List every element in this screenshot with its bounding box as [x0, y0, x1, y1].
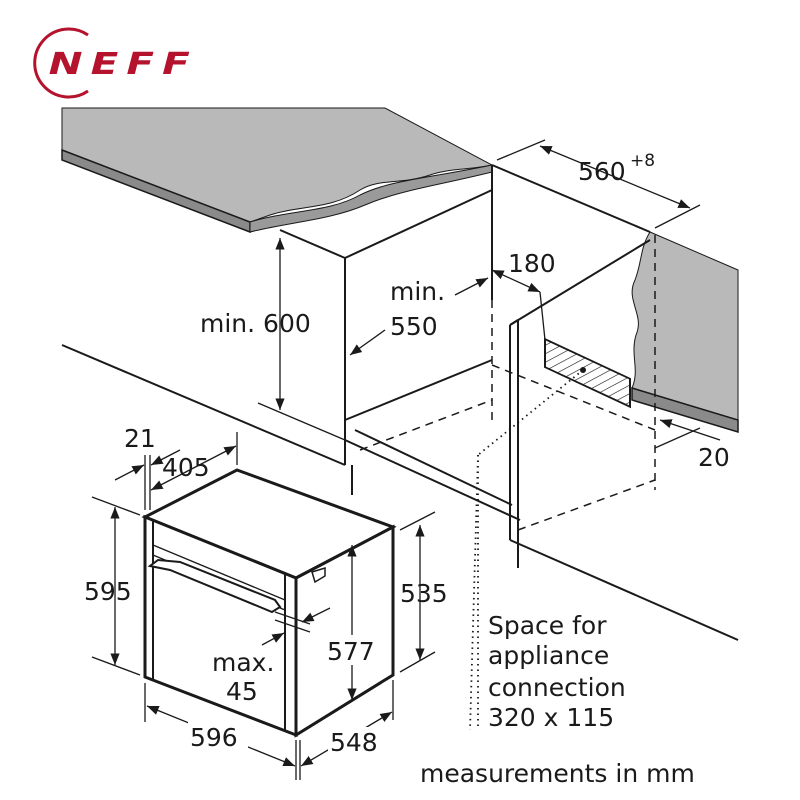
oven-handle: [147, 558, 282, 614]
cabinet-outline: [61, 164, 739, 731]
svg-text:560: 560: [578, 157, 626, 186]
svg-text:NEFF: NEFF: [49, 47, 198, 82]
svg-text:577: 577: [327, 637, 375, 666]
oven: [141, 468, 397, 738]
countertop-left: [61, 107, 494, 234]
niche-dimensions: 560 +8 180 min. 550 min. 600 20: [200, 139, 730, 472]
svg-text:180: 180: [508, 249, 556, 278]
svg-text:Space for: Space for: [488, 611, 607, 640]
connection-box: [544, 337, 631, 409]
countertop-right: [631, 231, 739, 434]
svg-text:550: 550: [390, 312, 438, 341]
svg-text:20: 20: [698, 443, 730, 472]
svg-text:45: 45: [226, 677, 258, 706]
units-note: measurements in mm: [420, 759, 695, 788]
neff-logo: NEFF: [33, 27, 198, 99]
svg-text:535: 535: [400, 579, 448, 608]
oven-dimensions: 21 405 595 535 577 max. 45 596 548: [84, 424, 448, 780]
svg-text:min. 600: min. 600: [200, 309, 311, 338]
svg-text:595: 595: [84, 577, 132, 606]
svg-text:320 x 115: 320 x 115: [488, 703, 614, 732]
svg-text:max.: max.: [212, 648, 274, 677]
svg-text:min.: min.: [390, 277, 445, 306]
svg-text:548: 548: [330, 728, 378, 757]
svg-text:405: 405: [162, 453, 210, 482]
svg-text:21: 21: [124, 424, 156, 453]
connection-note: Space for appliance connection 320 x 115: [488, 611, 626, 732]
svg-text:appliance: appliance: [488, 641, 609, 670]
svg-text:596: 596: [190, 723, 238, 752]
svg-text:+8: +8: [630, 151, 655, 171]
svg-text:connection: connection: [488, 673, 626, 702]
